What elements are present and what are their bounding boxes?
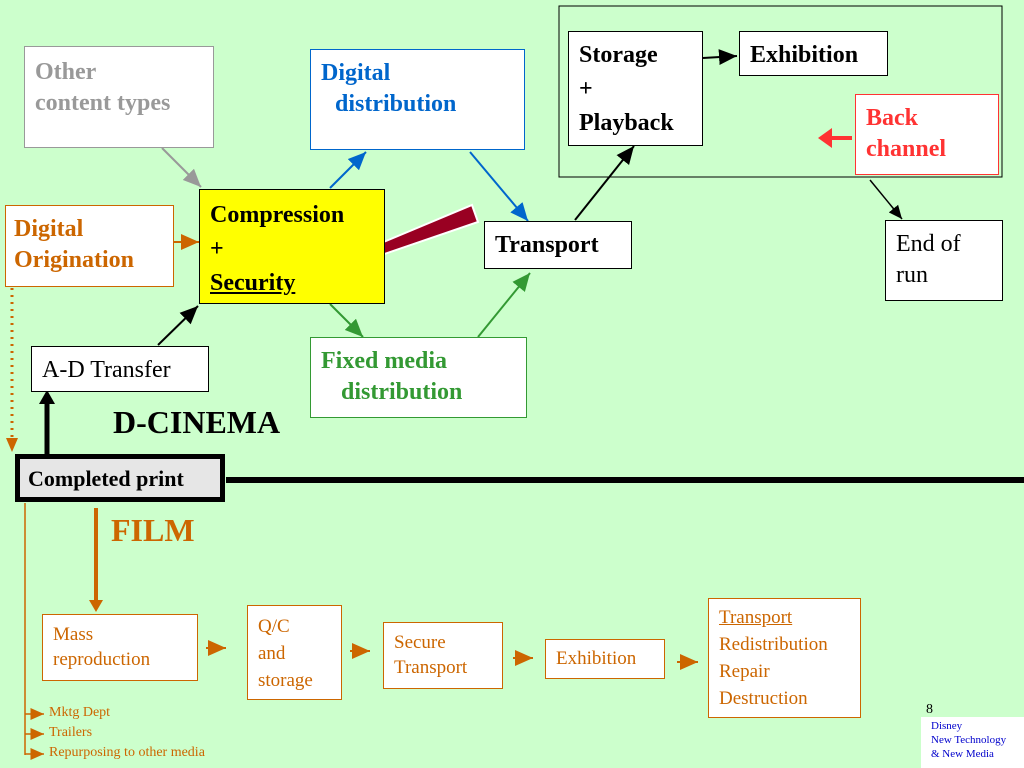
arrow-fixed-media-to-transport [477, 272, 531, 338]
fixed-media-box: Fixed media distribution [310, 337, 527, 418]
qc-line2: and [258, 642, 286, 664]
back-channel-line1: Back [866, 105, 919, 131]
compression-line: Compression [210, 202, 345, 228]
dcinema-label: D-CINEMA [113, 404, 281, 440]
arrow-storage-to-exhibition [702, 49, 738, 66]
other-content-box: Other content types [24, 46, 214, 148]
playback-line: Playback [579, 110, 674, 137]
secure-line2: Transport [394, 656, 468, 678]
credit-box: Disney New Technology & New Media [921, 717, 1024, 768]
arrow-ad-to-compression [157, 305, 199, 346]
qc-line3: storage [258, 669, 313, 691]
other-content-line2: content types [35, 90, 171, 117]
ad-transfer-box: A-D Transfer [31, 346, 209, 392]
transport-label: Transport [495, 232, 599, 258]
dotted-arrow-head [6, 438, 18, 452]
other-content-line1: Other [35, 59, 97, 85]
film-repair-item: Repair [719, 660, 770, 682]
fixed-media-line2: distribution [341, 379, 463, 406]
compression-plus-line: + [210, 236, 224, 263]
side-item-trailers: Trailers [49, 725, 93, 740]
digital-origination-line1: Digital [14, 216, 84, 242]
secure-line1: Secure [394, 632, 446, 653]
arrow-back-channel-to-end [869, 179, 903, 220]
storage-playback-box: Storage + Playback [568, 31, 703, 146]
digital-distribution-line1: Digital [321, 60, 391, 86]
credit-line1: Disney [931, 720, 963, 732]
end-of-run-box: End of run [885, 220, 1003, 301]
digital-distribution-box: Digital distribution [310, 49, 525, 150]
arrow-transport-to-storage [574, 145, 635, 221]
end-of-run-line1: End of [896, 231, 961, 257]
page-number: 8 [926, 702, 933, 717]
arrow-digital-distribution-to-transport [469, 151, 529, 222]
film-destruction-item: Destruction [719, 687, 808, 709]
storage-region-outline [558, 5, 1003, 178]
film-redistribution-item: Redistribution [719, 633, 828, 655]
completed-print-label: Completed print [28, 466, 184, 491]
transport-box: Transport [484, 221, 632, 269]
qc-line1: Q/C [258, 616, 290, 637]
back-channel-arrow-head [818, 128, 832, 148]
digital-origination-box: Digital Origination [5, 205, 174, 287]
arrow-compression-to-digital-distribution [329, 151, 367, 189]
secure-transport-box: Secure Transport [383, 622, 503, 689]
storage-line: Storage [579, 42, 658, 68]
mass-line2: reproduction [53, 648, 151, 670]
compression-security-box: Compression + Security [199, 189, 385, 304]
film-transport-item: Transport [719, 607, 793, 628]
completed-print-box: Completed print [15, 454, 225, 502]
back-channel-line2: channel [866, 136, 947, 163]
security-line: Security [210, 270, 296, 297]
qc-storage-box: Q/C and storage [247, 605, 342, 700]
digital-exhibition-label: Exhibition [750, 42, 859, 68]
film-exhibition-label: Exhibition [556, 648, 637, 669]
side-item-mktg: Mktg Dept [49, 705, 111, 720]
digital-distribution-line2: distribution [335, 91, 457, 118]
back-channel-box: Back channel [855, 94, 999, 175]
credit-line3: & New Media [931, 747, 994, 760]
arrow-compression-to-fixed-media [329, 303, 364, 338]
fixed-media-line1: Fixed media [321, 348, 447, 374]
arrow-other-to-compression [161, 147, 202, 188]
film-exhibition-box: Exhibition [545, 639, 665, 679]
plus-line: + [579, 76, 593, 103]
side-item-repurposing: Repurposing to other media [49, 745, 205, 760]
digital-origination-line2: Origination [14, 247, 135, 274]
mass-line1: Mass [53, 624, 94, 645]
film-transport-list-box: Transport Redistribution Repair Destruct… [708, 598, 861, 718]
credit-line2: New Technology [931, 733, 1007, 746]
mass-reproduction-box: Mass reproduction [42, 614, 198, 681]
end-of-run-line2: run [896, 262, 928, 289]
digital-exhibition-box: Exhibition [739, 31, 888, 76]
ad-transfer-label: A-D Transfer [42, 357, 171, 383]
film-label: FILM [111, 512, 195, 548]
